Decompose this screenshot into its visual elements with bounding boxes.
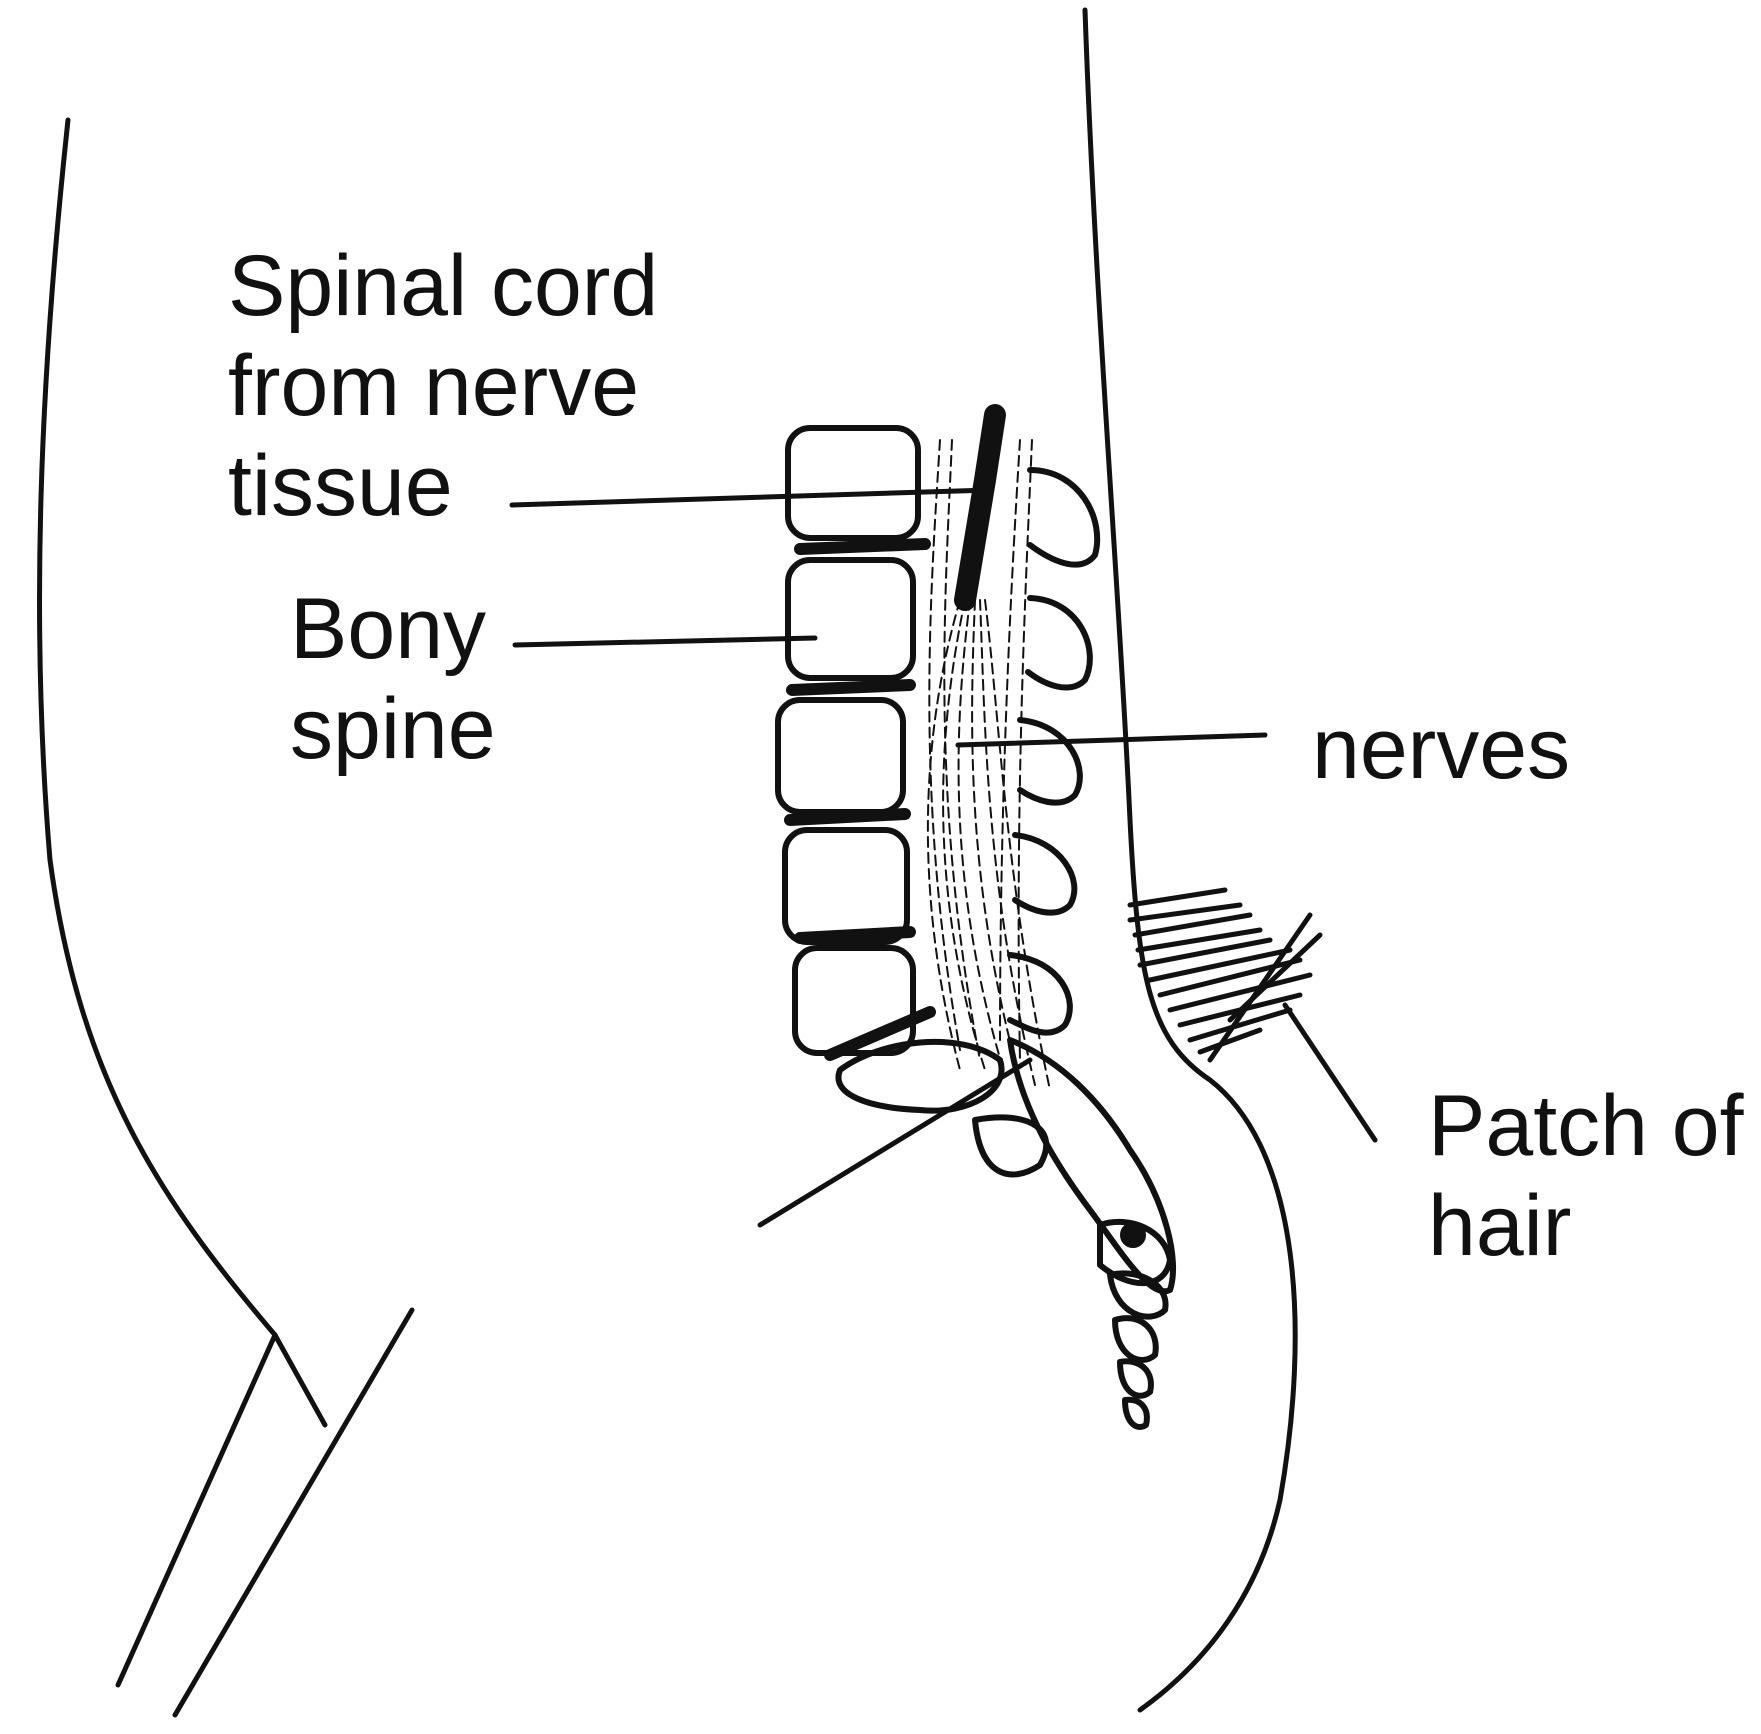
hair-patch <box>1127 887 1323 1063</box>
leader-nerves <box>955 732 1268 748</box>
intervertebral-discs <box>784 538 936 1061</box>
label-line: tissue <box>228 438 453 534</box>
sacrum-coccyx <box>1007 1037 1176 1430</box>
label-line: spine <box>290 681 496 777</box>
body-front-outline <box>37 117 278 1338</box>
label-line: Patch of <box>1428 1078 1744 1174</box>
nerve-fibres <box>926 439 1051 1091</box>
spinal-cord <box>954 404 1006 611</box>
spinous-processes <box>1007 467 1101 1036</box>
label-line: Spinal cord <box>228 238 659 334</box>
leg-back-line <box>172 1307 415 1718</box>
label-line: Bony <box>290 581 487 677</box>
label-line: from nerve <box>228 338 640 434</box>
label-nerves: nerves <box>1312 701 1571 797</box>
label-line: hair <box>1428 1178 1572 1274</box>
vertebral-bodies <box>775 425 1050 1178</box>
leg-front-line <box>115 1332 278 1688</box>
label-patch-of-hair: Patch of hair <box>1428 1076 1744 1276</box>
label-spinal-cord: Spinal cord from nerve tissue <box>228 236 658 536</box>
leader-bony-spine <box>512 635 818 648</box>
leader-hair <box>1282 1002 1378 1143</box>
back-outline <box>1082 7 1298 1713</box>
groin-line <box>272 1332 328 1428</box>
leader-lines <box>509 487 1378 1228</box>
label-bony-spine: Bony spine <box>290 579 496 779</box>
leader-spinal-cord <box>509 487 993 508</box>
leader-unlabeled <box>757 1057 1033 1228</box>
